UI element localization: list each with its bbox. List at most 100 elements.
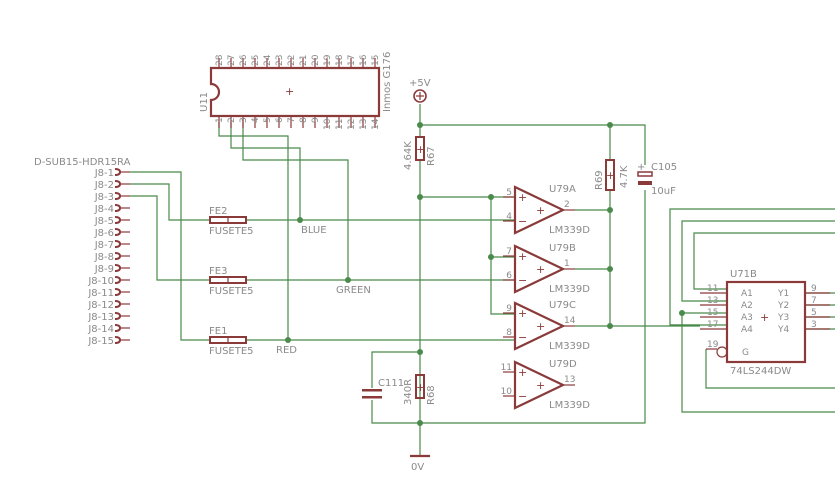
pin-number: 6: [275, 117, 285, 123]
c105-ref: C105: [651, 162, 677, 173]
connector-pin[interactable]: J8-2: [94, 180, 130, 191]
pin-number: 14: [371, 118, 381, 130]
pin-socket-icon: [114, 264, 122, 272]
pin-number: 10: [501, 387, 513, 397]
pin-socket-icon: [114, 336, 122, 344]
pin-number: 15: [371, 55, 381, 66]
comparator-body-icon: [513, 244, 566, 294]
comparator-ref: U79C: [549, 300, 576, 311]
comparator-body-icon: [513, 360, 566, 410]
u71b-body: [725, 280, 807, 364]
origin-icon: +: [536, 379, 545, 392]
cap-plate-bottom: [362, 396, 382, 399]
resistor-body: [415, 136, 425, 161]
resistor-r68[interactable]: + 340R R68: [403, 374, 437, 405]
origin-icon: +: [536, 320, 545, 333]
connector-pin[interactable]: J8-7: [94, 240, 130, 251]
u11-origin-icon: +: [285, 85, 294, 98]
fuse-fe3[interactable]: FE3 FUSETE5: [209, 266, 254, 297]
pin-label: J8-1: [94, 168, 114, 179]
connector-pin[interactable]: J8-1: [94, 168, 130, 179]
wire-bus-3: [693, 232, 835, 290]
capacitor-c105[interactable]: + C105 10uF: [637, 162, 677, 197]
connector-pin[interactable]: J8-15: [87, 336, 130, 347]
pin-number: 17: [347, 55, 357, 66]
pin-number: 13: [564, 375, 575, 385]
resistor-r67[interactable]: + 4.64K R67: [403, 136, 437, 170]
fuse-value: FUSETE5: [209, 286, 254, 297]
pin-name: G: [742, 348, 749, 358]
comparator-ref: U79D: [549, 359, 577, 370]
pin-number: 8: [506, 328, 512, 338]
connector-pin[interactable]: J8-6: [94, 228, 130, 239]
u11-ref: U11: [199, 92, 210, 112]
pin-number: 1: [564, 259, 570, 269]
junction: [607, 266, 613, 272]
fuse-fe1[interactable]: FE1 FUSETE5: [209, 326, 254, 357]
cap-plate-neg: [638, 181, 652, 185]
cap-plate-pos: [637, 171, 653, 177]
comparator-body-icon: [513, 185, 566, 235]
pin-name: A1: [741, 289, 753, 299]
comparator-value: LM339D: [549, 400, 590, 411]
pin-number: 3: [239, 117, 249, 123]
wire-enable: [705, 349, 835, 389]
connector-j8[interactable]: D-SUB15-HDR15RA J8-1J8-2J8-3J8-4J8-5J8-6…: [34, 157, 131, 347]
r69-value: 4.7K: [619, 165, 630, 188]
capacitor-c111[interactable]: C111: [362, 378, 404, 399]
pin-label: J8-11: [87, 288, 114, 299]
connector-pin[interactable]: J8-11: [87, 288, 130, 299]
minus-input-icon: −: [518, 390, 527, 403]
pin-socket-icon: [114, 324, 122, 332]
pin-label: J8-3: [94, 192, 114, 203]
pin-number: 22: [287, 55, 297, 66]
resistor-r69[interactable]: + R69 4.7K: [594, 159, 630, 191]
connector-pin[interactable]: J8-13: [87, 312, 130, 323]
vcc-label: +5V: [409, 78, 431, 89]
pin-number: 1: [215, 117, 225, 123]
pin-label: J8-4: [94, 204, 114, 215]
connector-pin[interactable]: J8-4: [94, 204, 130, 215]
connector-pin[interactable]: J8-10: [87, 276, 130, 287]
r68-value: 340R: [403, 379, 414, 405]
pin-number: 28: [215, 54, 225, 66]
junctions: [285, 122, 685, 426]
pin-label: J8-9: [94, 264, 114, 275]
connector-pin[interactable]: J8-9: [94, 264, 130, 275]
connector-pin[interactable]: J8-5: [94, 216, 130, 227]
connector-pin[interactable]: J8-3: [94, 192, 130, 203]
plus-input-icon: +: [518, 191, 527, 204]
pin-number: 12: [347, 119, 357, 130]
power-vcc: +5V: [409, 78, 431, 103]
pin-number: 11: [335, 119, 345, 130]
comparator-body-icon: [513, 301, 566, 351]
junction: [607, 122, 613, 128]
pin-number: 7: [287, 117, 297, 123]
pin-number: 5: [506, 188, 512, 198]
pin-number: 17: [707, 320, 718, 330]
connector-pin[interactable]: J8-12: [87, 300, 130, 311]
pin-number: 4: [251, 117, 261, 123]
fuse-fe2[interactable]: FE2 FUSETE5: [209, 206, 254, 237]
pin-number: 9: [506, 304, 512, 314]
pin-socket-icon: [114, 300, 122, 308]
pin-number: 23: [275, 55, 285, 66]
origin-icon: +: [536, 263, 545, 276]
r69-ref: R69: [594, 170, 605, 190]
wire-bus-2: [681, 220, 835, 302]
pin-label: J8-12: [87, 300, 114, 311]
origin-icon: +: [606, 169, 615, 182]
connector-pin[interactable]: J8-14: [87, 324, 130, 335]
pin-label: J8-6: [94, 228, 114, 239]
wire-c111-bottom: [371, 400, 420, 424]
connector-pin[interactable]: J8-8: [94, 252, 130, 263]
fuse-value: FUSETE5: [209, 226, 254, 237]
resistor-body: [605, 159, 615, 191]
